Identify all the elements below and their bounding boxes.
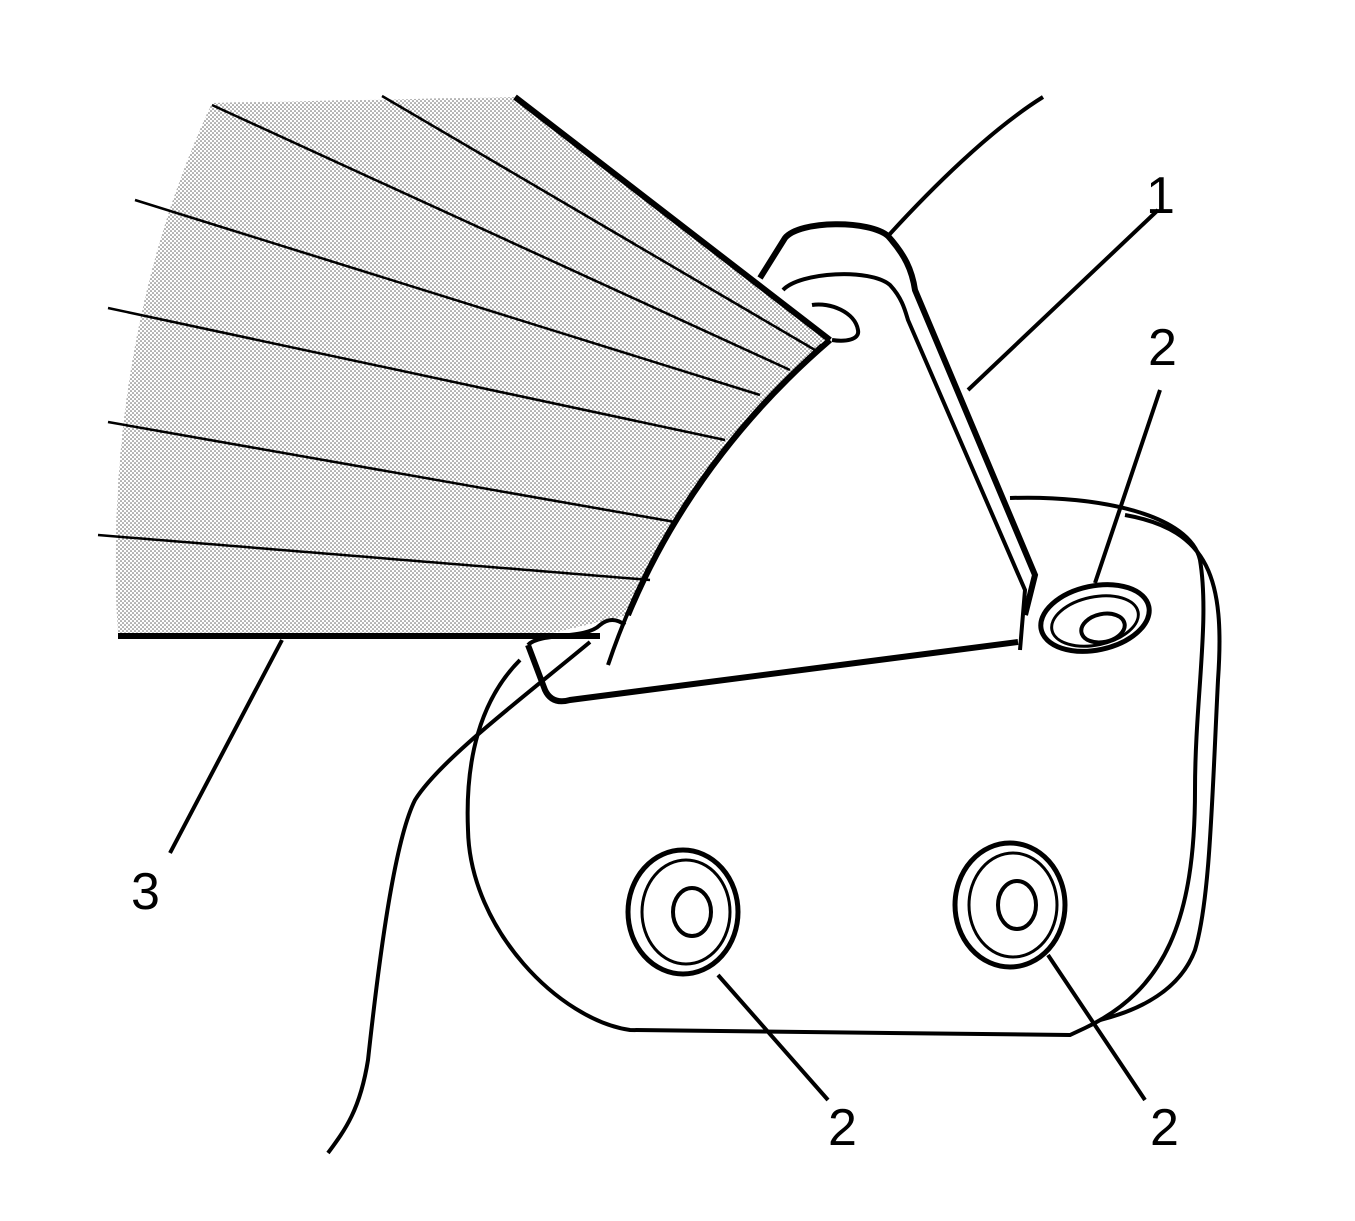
- hinge-plate: [465, 495, 1222, 1038]
- leader-2-lower-left: [716, 973, 830, 1102]
- body-contour-lines: [326, 95, 1045, 1155]
- callout-1: 1: [1146, 167, 1175, 225]
- leader-2-lower-right: [1046, 953, 1147, 1102]
- leader-2-upper: [1093, 389, 1162, 584]
- leader-lines: [168, 208, 1162, 1102]
- hood-panel: [97, 94, 832, 639]
- bolt-lower-right: [952, 840, 1068, 970]
- callout-3: 3: [131, 863, 160, 921]
- leader-1: [966, 208, 1160, 392]
- hinge-arm: [525, 221, 1039, 705]
- callout-2-upper: 2: [1148, 319, 1177, 377]
- callout-2-lower-left: 2: [828, 1099, 857, 1157]
- bolt-upper: [1038, 582, 1152, 654]
- bolt-lower-left: [625, 847, 741, 977]
- hood-panel-lines: [97, 94, 816, 582]
- leader-3: [168, 639, 284, 854]
- callout-2-lower-right: 2: [1150, 1099, 1179, 1157]
